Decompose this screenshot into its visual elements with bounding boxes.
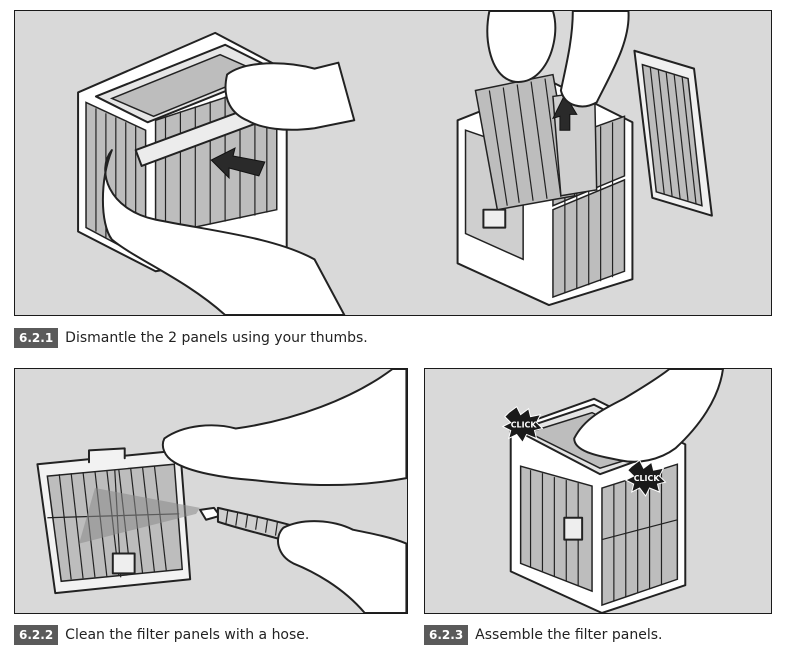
hose-cleaning-illustration [36, 369, 407, 613]
step-description: Assemble the filter panels. [475, 627, 663, 643]
assemble-illustration: CLICK CLICK [501, 369, 724, 613]
step-number-badge: 6.2.3 [424, 625, 469, 645]
step-description: Clean the filter panels with a hose. [65, 627, 310, 643]
water-spray [79, 488, 201, 544]
removed-filter-panel [633, 49, 713, 217]
click-label: CLICK [634, 474, 661, 483]
top-left-hand-illustration [486, 11, 557, 83]
step-number-badge: 6.2.2 [14, 625, 59, 645]
hand-pressing-panel [573, 369, 724, 463]
hand-holding-panel [161, 369, 407, 487]
click-label: CLICK [511, 421, 538, 430]
step-number-badge: 6.2.1 [14, 328, 59, 348]
caption-6-2-1: 6.2.1 Dismantle the 2 panels using your … [14, 327, 368, 349]
click-callout-right: CLICK [624, 459, 667, 497]
left-hand-illustration [101, 149, 346, 315]
step-description: Dismantle the 2 panels using your thumbs… [65, 330, 368, 346]
dismantle-illustration [77, 11, 713, 315]
illustration-clean-with-hose [14, 368, 408, 614]
caption-6-2-3: 6.2.3 Assemble the filter panels. [424, 624, 662, 646]
purifier-unit-right [456, 73, 634, 307]
illustration-dismantle-panels [14, 10, 772, 316]
hand-holding-hose [277, 520, 407, 613]
push-arrow-icon [210, 147, 266, 180]
caption-6-2-2: 6.2.2 Clean the filter panels with a hos… [14, 624, 309, 646]
right-hand-illustration [224, 61, 356, 131]
top-right-hand-illustration [559, 11, 630, 108]
click-callout-left: CLICK [501, 405, 544, 444]
illustration-assemble-panels: CLICK CLICK [424, 368, 772, 614]
